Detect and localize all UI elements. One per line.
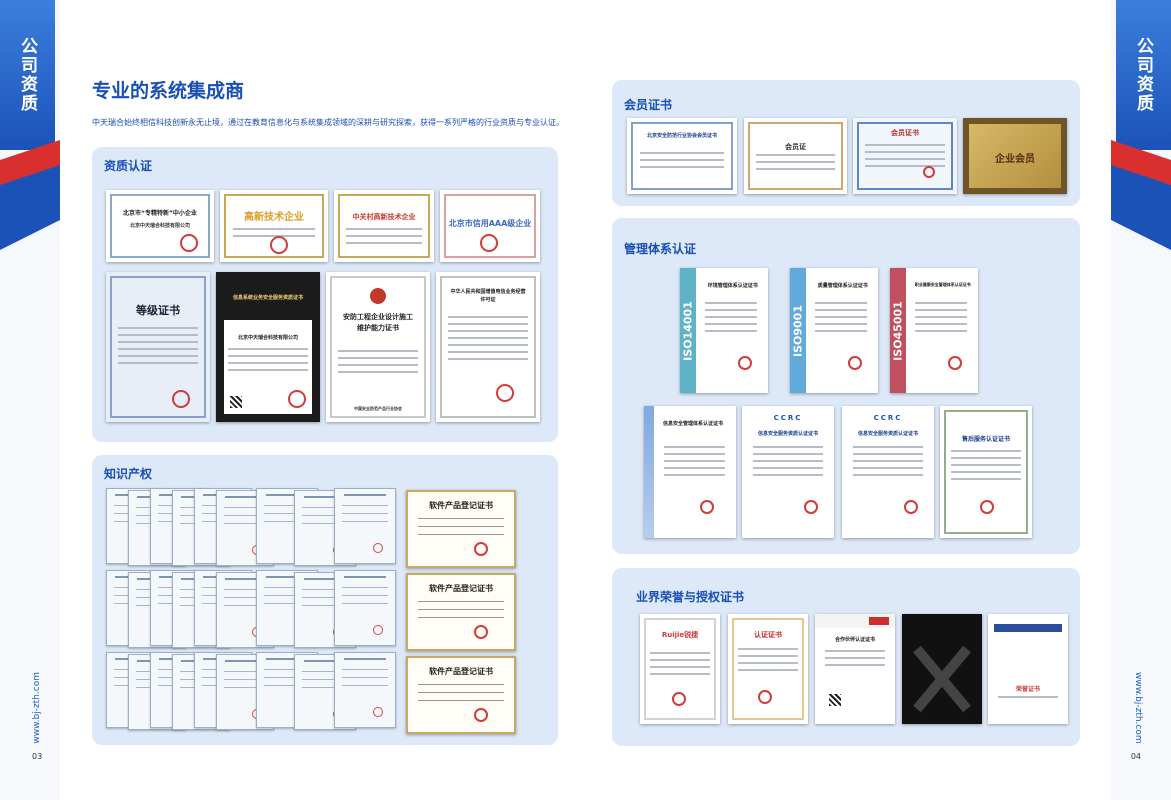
cert-high-tech: 高新技术企业: [220, 190, 328, 262]
page-subtitle: 中天瑞合始终相信科技创新永无止境，通过在教育信息化与系统集成领域的深耕与研究探索…: [92, 118, 564, 127]
honor-title: 业界荣誉与授权证书: [636, 590, 745, 604]
after-sales-cert: 售后服务认证证书: [940, 406, 1032, 538]
honor-cert-white: 荣誉证书: [988, 614, 1068, 724]
left-flag-decoration: [0, 140, 60, 250]
software-product-cert: 软件产品登记证书: [406, 490, 516, 568]
left-website: www.bj-zth.com: [32, 672, 42, 744]
software-copyright-grid: [106, 488, 401, 738]
x-logo-icon: [913, 645, 971, 713]
iso9001-cert: ISO9001 质量管理体系认证证书: [790, 268, 878, 393]
management-title: 管理体系认证: [624, 242, 697, 256]
member-cert-2: 会员证: [744, 118, 847, 194]
honor-cert-h3c: 合作伙伴认证证书: [815, 614, 895, 724]
member-cert-3: 会员证书: [853, 118, 957, 194]
page-title: 专业的系统集成商: [92, 80, 245, 102]
cert-specialized-sme: 北京市“专精特新”中小企业 北京中天瑞合科技有限公司: [106, 190, 214, 262]
member-cert-enterprise-member: 企业会员: [963, 118, 1067, 194]
iso14001-cert: ISO14001 环境管理体系认证证书: [680, 268, 768, 393]
honor-cert-ruijie: Ruijie锐捷: [640, 614, 720, 724]
cert-zgc-high-tech: 中关村高新技术企业: [334, 190, 434, 262]
page-number-right: 04: [1130, 752, 1141, 761]
cert-security-engineering: 安防工程企业设计施工维护能力证书 中国安全防范产品行业协会: [326, 272, 430, 422]
left-spine-tab: 公司资质: [0, 0, 55, 150]
ip-title: 知识产权: [104, 467, 153, 481]
ccrc-cert-2: CCRC 信息安全服务资质认证证书: [842, 406, 934, 538]
member-cert-security-association: 北京安全防范行业协会会员证书: [627, 118, 737, 194]
member-title: 会员证书: [624, 98, 673, 112]
honor-cert-black: [902, 614, 982, 724]
software-product-cert: 软件产品登记证书: [406, 656, 516, 734]
iso45001-cert: ISO45001 职业健康安全管理体系认证证书: [890, 268, 978, 393]
software-product-cert: 软件产品登记证书: [406, 573, 516, 651]
copyright-cert: [334, 488, 396, 564]
ccrc-cert-1: CCRC 信息安全服务资质认证证书: [742, 406, 834, 538]
cert-grade: 等级证书: [106, 272, 210, 422]
copyright-cert: [334, 570, 396, 646]
qualification-title: 资质认证: [104, 159, 153, 173]
right-website: www.bj-zth.com: [1133, 672, 1143, 744]
copyright-cert: [334, 652, 396, 728]
right-spine-tab: 公司资质: [1116, 0, 1171, 150]
cert-aaa-credit: 北京市信用AAA级企业: [440, 190, 540, 262]
cert-telecom-license: 中华人民共和国增值电信业务经营许可证: [436, 272, 540, 422]
cert-info-system-security: 信息系统业务安全服务资质证书 北京中天瑞合科技有限公司: [216, 272, 320, 422]
right-flag-decoration: [1111, 140, 1171, 250]
infosec-management-cert: 信息安全管理体系认证证书: [644, 406, 736, 538]
honor-cert-huawei: 认证证书: [728, 614, 808, 724]
page-number-left: 03: [32, 752, 43, 761]
